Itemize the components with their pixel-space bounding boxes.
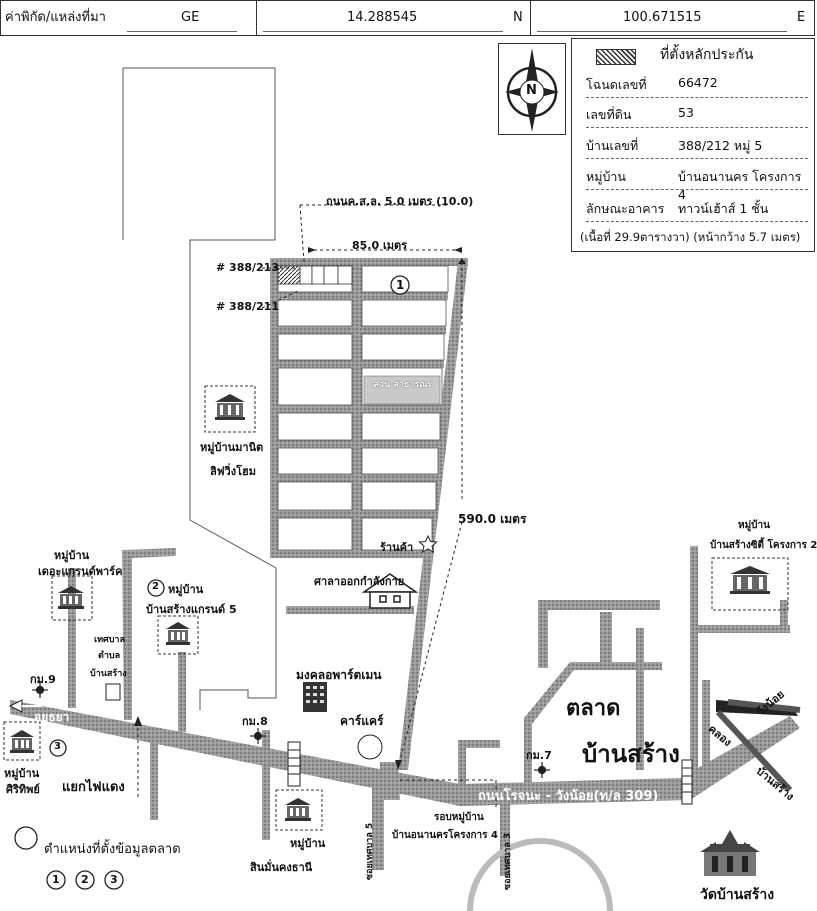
info-row-building-type: ลักษณะอาคารทาวน์เฮ้าส์ 1 ชั้น [586, 193, 808, 222]
longitude-direction: E [797, 10, 806, 25]
legend-n3: 3 [110, 873, 118, 886]
source-label: ค่าพิกัด/แหล่งที่มา [5, 10, 106, 25]
temple-icon [700, 830, 760, 876]
label-temple: วัดบ้านสร้าง [700, 887, 775, 903]
label-dist-85: 85.0 เมตร [352, 239, 408, 252]
legend-market-label: ตำแหน่งที่ตั้งข้อมูลตลาด [44, 842, 181, 857]
label-num2: 2 [152, 581, 159, 592]
num-circle-1 [390, 275, 410, 295]
label-soi3: ซอยเทศบาล 3 [503, 832, 513, 890]
label-mongkol: มงคลอพาร์ตเมน [296, 668, 382, 682]
main-highway [10, 700, 690, 806]
longitude-value: 100.671515 [623, 10, 702, 25]
subdivision-roads [270, 258, 468, 870]
latitude-direction: N [513, 10, 523, 25]
sala-house-icon [361, 573, 419, 609]
legend-market-circle [14, 826, 38, 850]
num-circle-3 [49, 739, 67, 757]
label-rob-1: รอบหมู่บ้าน [434, 812, 484, 823]
legend-circle-1 [46, 870, 66, 890]
label-house-213: # 388/213 [216, 261, 279, 274]
label-market-1: ตลาด [566, 696, 621, 721]
label-tessaban-1: เทศบาล [94, 635, 126, 645]
label-shop: ร้านค้า [380, 541, 414, 554]
label-carcare: คาร์แคร์ [340, 714, 384, 728]
label-ayutthaya: อยุธยา [34, 710, 70, 724]
label-km7: กม.7 [526, 749, 552, 762]
park-block [363, 375, 441, 405]
label-village-sin-2: สินมั่นคงธานี [250, 861, 313, 874]
num-circle-2 [147, 579, 165, 597]
label-park: สวน สาธารณะ [373, 380, 433, 390]
label-house-211: # 388/211 [216, 300, 279, 313]
label-tessaban-3: บ้านสร้าง [90, 669, 127, 679]
label-village-siri-2: ศิริทิพย์ [6, 783, 40, 796]
label-num3: 3 [54, 741, 61, 752]
property-info-box: ที่ตั้งหลักประกัน โฉนดเลขที่66472 เลขที่… [571, 38, 815, 252]
subject-plot-row [277, 265, 353, 285]
land-boundary [123, 67, 277, 710]
carcare-circle [357, 734, 383, 760]
km-markers [32, 682, 550, 778]
info-area-note: (เนื้อที่ 29.9ตารางวา) (หน้ากว้าง 5.7 เม… [580, 230, 801, 244]
label-village-manit-2: ลิฟวิ่งโฮม [210, 465, 256, 478]
latitude-value: 14.288545 [347, 10, 418, 25]
info-row-house-no: บ้านเลขที่388/212 หมู่ 5 [586, 130, 808, 159]
apartment-building [303, 682, 327, 712]
legend-hatch-swatch [596, 49, 636, 65]
label-village-sin-1: หมู่บ้าน [290, 837, 326, 850]
village-building-glyphs [10, 394, 770, 821]
info-row-deed: โฉนดเลขที่66472 [586, 69, 808, 98]
info-row-village: หมู่บ้านบ้านอนานคร โครงการ 4 [586, 161, 808, 202]
legend-n1: 1 [52, 873, 60, 886]
label-dist-590: 590.0 เมตร [458, 512, 527, 526]
bridge-mark [287, 741, 693, 805]
label-village-theta-2: เดอะแกรนด์พาร์ค [38, 565, 123, 578]
label-village-theta-1: หมู่บ้าน [54, 549, 90, 562]
village-icon-boxes [3, 385, 789, 831]
coordinate-header: ค่าพิกัด/แหล่งที่มา GE 14.288545 N 100.6… [0, 0, 815, 36]
label-traffic-light: แยกไฟแดง [62, 780, 125, 795]
tessaban-box [105, 683, 121, 701]
label-soi5: ซอยเทศบาล 5 [365, 822, 375, 880]
side-roads [68, 546, 790, 876]
shop-star-icon [418, 534, 438, 553]
label-km9: กม.9 [30, 673, 56, 686]
label-main-road: ถนนโรจนะ - วังน้อย(ท/ล 309) [478, 789, 659, 804]
legend-circle-2 [75, 870, 95, 890]
compass-letter: N [526, 83, 537, 98]
label-village-siri-1: หมู่บ้าน [4, 767, 40, 780]
label-km8: กม.8 [242, 715, 268, 728]
legend-circle-3 [104, 870, 124, 890]
label-village-sang5-1: หมู่บ้าน [168, 583, 204, 596]
label-village-sang5-2: บ้านสร้างแกรนด์ 5 [146, 603, 237, 616]
label-rob-2: บ้านอนานครโครงการ 4 [392, 830, 498, 841]
compass-box: N [498, 43, 566, 135]
label-sala: ศาลาออกกำลังกาย [314, 575, 405, 588]
label-village-sangsiri-2: บ้านสร้างซิตี้ โครงการ 2 [710, 540, 817, 551]
source-value: GE [181, 10, 200, 25]
label-num1: 1 [396, 278, 405, 292]
compass-rose-icon [505, 48, 559, 132]
label-village-sangsiri-1: หมู่บ้าน [738, 520, 770, 531]
canal-arrow [715, 699, 801, 793]
label-tessaban-2: ตำบล [98, 651, 121, 661]
legend-n2: 2 [81, 873, 89, 886]
label-road-width: ถนนค.ส.ล. 5.0 เมตร (10.0) [326, 195, 474, 208]
legend-hatch-label: ที่ตั้งหลักประกัน [660, 47, 754, 63]
roundabout [467, 838, 613, 911]
label-market-2: บ้านสร้าง [582, 740, 680, 768]
label-village-manit-1: หมู่บ้านมานิต [200, 441, 264, 454]
